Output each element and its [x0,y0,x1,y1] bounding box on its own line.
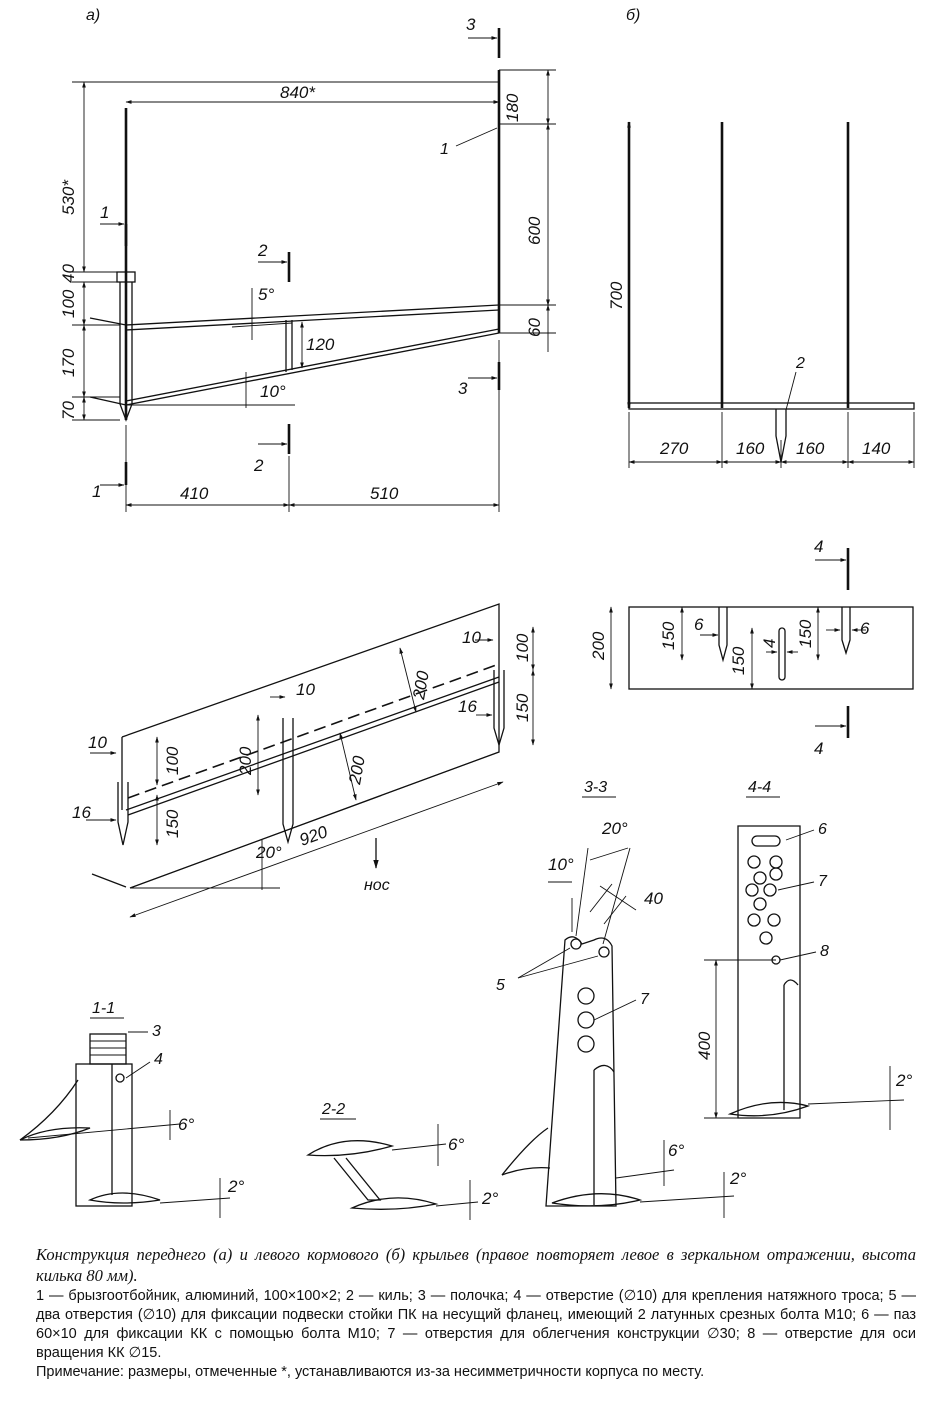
section-1-1: 1-1 3 4 6° 2° [19,1000,244,1218]
dim-530: 530* [59,179,78,215]
dim-200-plate: 200 [589,631,608,661]
iso-dimensions: 10 100 150 16 200 10 200 200 10 100 150 … [72,626,535,918]
iso-dim-200-a: 200 [236,746,255,776]
sec44-callout-7: 7 [818,873,828,890]
dim-700: 700 [607,281,626,310]
dim-40: 40 [59,264,78,283]
section-2-bottom: 2 [253,456,264,475]
figure-caption: Конструкция переднего (а) и левого кормо… [36,1244,916,1382]
rear-keel-plate: 200 150 6 150 4 150 6 4 4 [589,537,914,758]
sec33-angle-6: 6° [668,1141,684,1160]
iso-dim-150-right: 150 [513,693,532,722]
front-wing-dimensions: 840* 530* 40 100 170 70 180 600 60 120 5… [59,69,556,512]
section-3-top: 3 [466,15,476,34]
section-3-3-title: 3-3 [584,779,607,796]
dim-120: 120 [306,335,335,354]
rear-wing-plan [627,122,915,463]
dim-6-right: 6 [860,619,870,638]
dim-270: 270 [659,439,689,458]
caption-legend: 1 — брызгоотбойник, алюминий, 100×100×2;… [36,1288,916,1361]
callout-2: 2 [795,355,805,372]
iso-dim-100-left: 100 [163,746,182,775]
callout-1: 1 [440,141,449,158]
sec44-callout-8: 8 [820,943,829,960]
dim-170: 170 [59,348,78,377]
section-2-top: 2 [257,241,268,260]
dim-6-left: 6 [694,615,704,634]
iso-dim-10-mid: 10 [296,680,315,699]
dim-160-right: 160 [796,439,825,458]
angle-10: 10° [260,382,286,401]
dim-150-left: 150 [659,621,678,650]
section-4-4-title: 4-4 [748,779,771,796]
view-label-a: а) [86,7,100,24]
iso-dim-16-left: 16 [72,803,91,822]
dim-160-left: 160 [736,439,765,458]
iso-dim-200-b: 200 [345,754,369,787]
dim-510: 510 [370,484,399,503]
sec33-angle-20: 20° [601,819,628,838]
dim-140: 140 [862,439,891,458]
dim-600: 600 [525,216,544,245]
sec44-dim-400: 400 [695,1031,714,1060]
sec22-angle-6: 6° [448,1135,464,1154]
section-1-bottom: 1 [92,482,101,501]
dim-60: 60 [525,318,544,337]
iso-dim-10-left: 10 [88,733,107,752]
caption-note: Примечание: размеры, отмеченные *, устан… [36,1364,705,1380]
sec33-dim-40: 40 [644,889,663,908]
iso-dim-16-right: 16 [458,697,477,716]
section-3-bottom: 3 [458,379,468,398]
sec22-angle-2: 2° [481,1189,498,1208]
sec44-angle-2: 2° [895,1071,912,1090]
dim-410: 410 [180,484,209,503]
dim-150-center: 150 [729,646,748,675]
section-4-bottom: 4 [814,739,823,758]
sec33-angle-2: 2° [729,1169,746,1188]
sec33-callout-5: 5 [496,977,505,994]
section-2-2-title: 2-2 [321,1101,345,1118]
section-4-top: 4 [814,537,823,556]
iso-angle-20: 20° [255,843,282,862]
section-1-1-title: 1-1 [92,1000,115,1017]
dim-180: 180 [503,93,522,122]
sec11-angle-6: 6° [178,1115,194,1134]
iso-dim-150-left: 150 [163,809,182,838]
rear-wing-dimensions: 700 270 160 160 140 2 [607,121,915,468]
angle-5: 5° [258,285,274,304]
section-4-4: 4-4 6 7 8 400 2° [695,779,912,1130]
sec11-callout-3: 3 [152,1023,161,1040]
caption-title: Конструкция переднего (а) и левого кормо… [36,1245,916,1285]
iso-dim-200-c: 200 [409,669,433,702]
sec11-callout-4: 4 [154,1051,163,1068]
sec33-callout-7: 7 [640,991,650,1008]
dim-70: 70 [59,401,78,420]
iso-dim-100-right: 100 [513,633,532,662]
section-3-3: 3-3 20° 10° 40 5 7 6° 2° [496,779,746,1218]
sec33-angle-10: 10° [548,855,574,874]
iso-dim-10-right: 10 [462,628,481,647]
sec44-callout-6: 6 [818,821,827,838]
sec11-angle-2: 2° [227,1177,244,1196]
front-wing-isometric [91,603,505,889]
section-1-top: 1 [100,203,109,222]
dim-840: 840* [280,83,316,102]
view-label-b: б) [626,7,640,24]
technical-drawing: а) 840* 530* 40 100 170 70 [19,7,915,1220]
section-2-2: 2-2 6° 2° [305,1101,498,1220]
dim-100: 100 [59,289,78,318]
nose-direction-label: нос [364,877,390,894]
front-wing-plan [89,70,501,422]
iso-dim-920: 920 [297,822,331,850]
front-wing-section-markers: 1 1 2 2 3 3 1 [92,15,501,501]
dim-4: 4 [760,639,779,648]
dim-150-right: 150 [796,619,815,648]
